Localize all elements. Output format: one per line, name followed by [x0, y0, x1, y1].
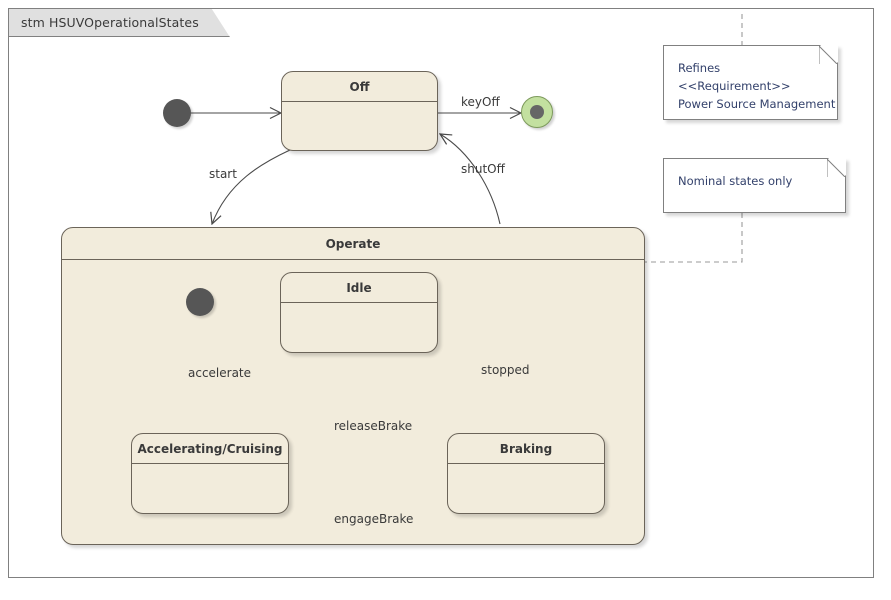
state-accelerating-cruising-title: Accelerating/Cruising	[132, 434, 288, 464]
note-refines-line-1: Refines	[678, 61, 721, 75]
initial-pseudostate-operate[interactable]	[186, 288, 214, 316]
state-braking[interactable]: Braking	[447, 433, 605, 514]
transition-label-accelerate: accelerate	[188, 366, 252, 380]
state-braking-title: Braking	[448, 434, 604, 464]
transition-label-engagebrake: engageBrake	[334, 512, 414, 526]
note-refines-requirement[interactable]: Refines <<Requirement>> Power Source Man…	[663, 45, 838, 120]
note-nominal-states[interactable]: Nominal states only	[663, 158, 846, 213]
state-operate-title: Operate	[62, 228, 644, 260]
transition-label-keyoff: keyOff	[461, 95, 500, 109]
note-nominal-line-1: Nominal states only	[678, 174, 793, 188]
initial-pseudostate-top[interactable]	[163, 99, 191, 127]
note-refines-line-3: Power Source Management	[678, 96, 836, 111]
state-idle-title: Idle	[281, 273, 437, 303]
diagram-frame-label-text: stm HSUVOperationalStates	[21, 15, 199, 30]
transition-label-shutoff: shutOff	[461, 162, 505, 176]
transition-shutoff	[440, 134, 501, 225]
note-refines-line-2: <<Requirement>>	[678, 78, 791, 93]
state-off[interactable]: Off	[281, 71, 438, 151]
transition-label-stopped: stopped	[481, 363, 530, 377]
state-idle[interactable]: Idle	[280, 272, 438, 353]
final-state-inner-dot	[530, 105, 544, 119]
state-accelerating-cruising[interactable]: Accelerating/Cruising	[131, 433, 289, 514]
note-anchor-nominal	[645, 213, 743, 263]
note-fold-corner-icon	[819, 46, 837, 64]
diagram-frame-label: stm HSUVOperationalStates	[9, 9, 230, 37]
state-off-title: Off	[282, 72, 437, 102]
transition-label-start: start	[209, 167, 237, 181]
final-state-node[interactable]	[521, 96, 553, 128]
transition-label-releasebrake: releaseBrake	[334, 419, 413, 433]
note-fold-corner-icon-2	[827, 159, 845, 177]
transition-start	[212, 149, 291, 224]
